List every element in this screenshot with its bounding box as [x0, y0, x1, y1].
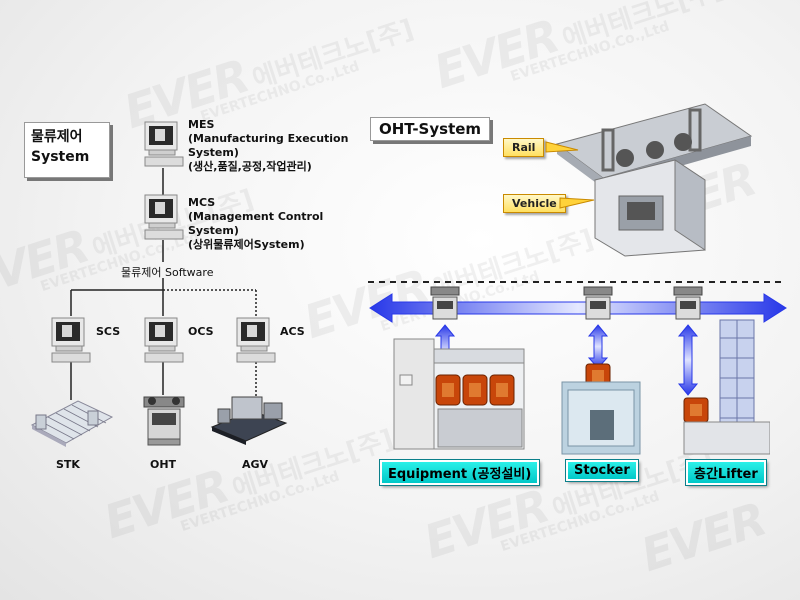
equipment-label: Equipment (공정설비) — [380, 460, 539, 485]
stocker-illustration — [560, 360, 642, 456]
stocker-label: Stocker — [566, 460, 638, 481]
lifter-label: 층간Lifter — [686, 460, 766, 485]
lifter-illustration — [680, 318, 770, 456]
process-equipment-illustration — [390, 335, 530, 455]
